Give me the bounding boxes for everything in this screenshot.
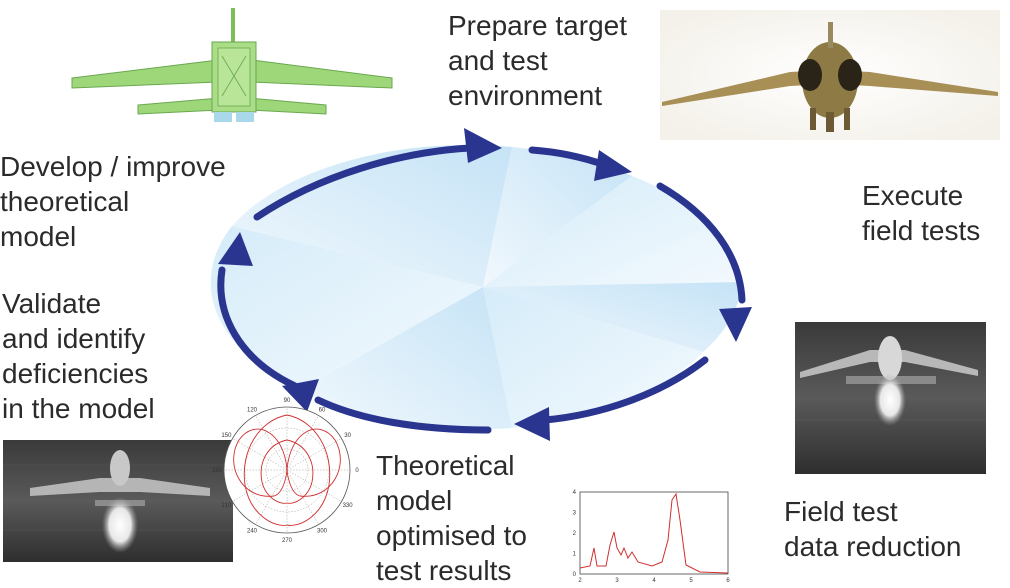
spectrum-x-tick: 6 xyxy=(726,578,730,584)
cycle-arrows xyxy=(217,144,746,434)
step-field-label: Field test data reduction xyxy=(784,496,962,562)
spectrum-line xyxy=(579,492,729,574)
spectrum-y-tick: 0 xyxy=(573,572,577,578)
polar-angle-label: 270 xyxy=(282,538,293,544)
step-execute-label: Execute field tests xyxy=(862,180,981,246)
arrowhead-icon xyxy=(594,150,632,181)
polar-angle-label: 180 xyxy=(212,468,223,474)
arc-execute-to-reduction xyxy=(656,182,746,304)
arrowhead-icon xyxy=(218,232,253,266)
spectrum-x-tick: 2 xyxy=(578,578,582,584)
arrowhead-icon xyxy=(282,379,319,412)
arc-validate-to-develop xyxy=(217,266,299,390)
polar-angle-label: 120 xyxy=(247,407,258,413)
step-prepare-label: Prepare target and test environment xyxy=(448,10,627,111)
arc-develop-to-prepare xyxy=(253,144,474,221)
polar-angle-label: 0 xyxy=(355,468,359,474)
spectrum-x-tick: 3 xyxy=(615,578,619,584)
polar-angle-label: 300 xyxy=(317,529,328,535)
polar-angle-label: 90 xyxy=(284,398,291,404)
spectrum-y-tick: 3 xyxy=(573,511,577,517)
arrowhead-icon xyxy=(719,307,752,342)
aircraft-photo-image xyxy=(660,10,1000,140)
polar-angle-label: 30 xyxy=(344,433,351,439)
spectrum-plot: 2 3 4 5 6 0 1 2 3 4 xyxy=(573,490,731,584)
polar-angle-label: 330 xyxy=(343,503,354,509)
polar-curves xyxy=(233,414,341,526)
cycle-arrowheads xyxy=(218,128,752,441)
spectrum-y-tick: 1 xyxy=(573,552,577,558)
spectrum-y-tick: 4 xyxy=(573,490,577,496)
arc-reduction-to-theory xyxy=(541,356,709,424)
infrared-image-right xyxy=(795,322,986,474)
polar-angle-label: 210 xyxy=(221,503,232,509)
infrared-image-left xyxy=(3,440,233,562)
polar-angle-label: 240 xyxy=(247,529,258,535)
step-validate-label: Validate and identify deficiencies in th… xyxy=(2,288,155,424)
polar-angle-label: 60 xyxy=(319,407,326,413)
step-develop-label: Develop / improve theoretical model xyxy=(0,151,226,252)
arrowhead-icon xyxy=(514,407,550,441)
aircraft-model-image xyxy=(71,8,393,122)
spectrum-x-tick: 5 xyxy=(689,578,693,584)
arc-theory-to-validate xyxy=(314,396,492,434)
spectrum-y-tick: 2 xyxy=(573,531,577,537)
cycle-pie xyxy=(210,144,742,430)
polar-angle-label: 150 xyxy=(221,433,232,439)
spectrum-x-tick: 4 xyxy=(652,578,656,584)
step-theory-label: Theoretical model optimised to test resu… xyxy=(376,450,527,586)
arrowhead-icon xyxy=(464,128,502,163)
